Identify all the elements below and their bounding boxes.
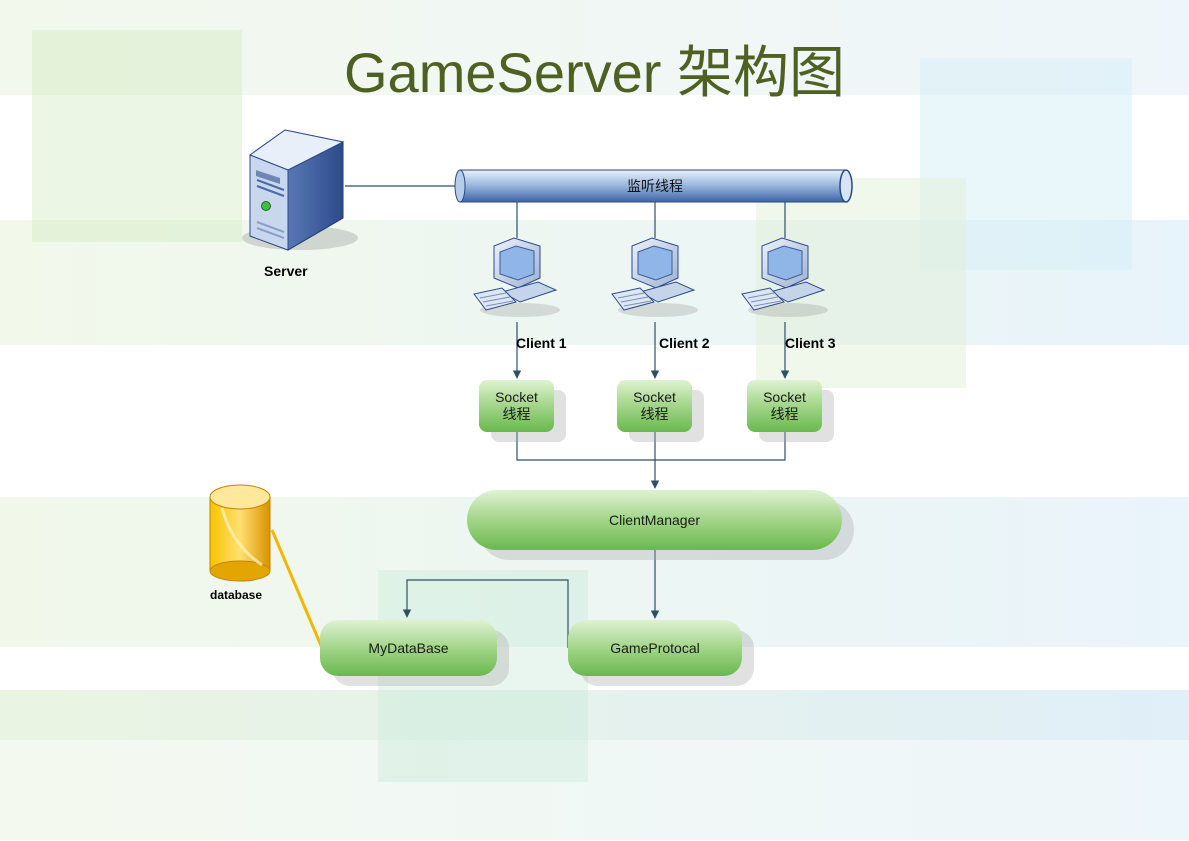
pipe-label: 监听线程: [627, 178, 683, 194]
desktop-computer-icon: [473, 237, 560, 317]
page-title: GameServer 架构图: [344, 41, 845, 104]
client-label: Client 3: [785, 335, 836, 351]
mydatabase-node: MyDataBase: [320, 620, 497, 676]
socket-thread-node: Socket 线程: [617, 380, 692, 432]
database-link: [270, 529, 324, 649]
desktop-computer-icon: [741, 237, 828, 317]
database-cylinder-icon: [209, 484, 271, 582]
socket-thread-node: Socket 线程: [479, 380, 554, 432]
server-tower-icon: [242, 129, 358, 251]
desktop-computer-icon: [611, 237, 698, 317]
gameprotocal-node: GameProtocal: [568, 620, 742, 676]
bg-block: [378, 570, 588, 782]
listen-thread-pipe: [454, 169, 853, 203]
client-label: Client 2: [659, 335, 710, 351]
bg-block: [32, 30, 242, 242]
client-manager-node: ClientManager: [467, 490, 842, 550]
client-label: Client 1: [516, 335, 567, 351]
socket-thread-node: Socket 线程: [747, 380, 822, 432]
server-label: Server: [264, 263, 308, 279]
bg-band: [0, 740, 1189, 840]
bg-band: [0, 690, 1189, 740]
database-label: database: [210, 588, 263, 602]
